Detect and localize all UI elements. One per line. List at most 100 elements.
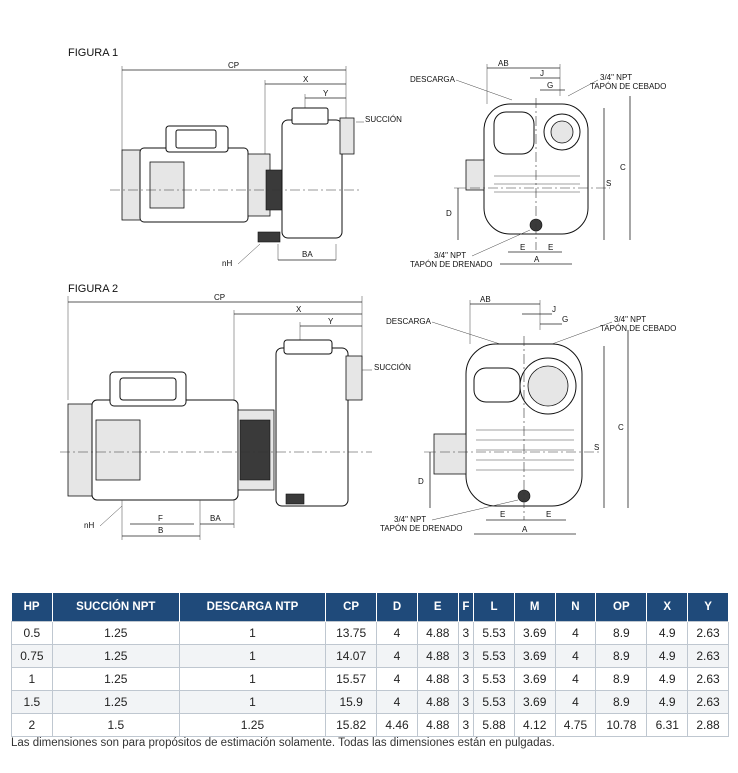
table-cell: 1.25 bbox=[51, 644, 180, 668]
table-cell: 5.53 bbox=[473, 621, 515, 645]
table-cell: 4 bbox=[376, 621, 418, 645]
table-cell: 2.88 bbox=[687, 713, 729, 737]
column-header: OP bbox=[595, 593, 648, 622]
table-cell: 3 bbox=[457, 713, 475, 737]
label-cebado-2: TAPÓN DE CEBADO bbox=[600, 324, 676, 333]
label-a-1: A bbox=[534, 255, 540, 264]
table-cell: 3.69 bbox=[513, 667, 556, 691]
label-ab-1: AB bbox=[498, 59, 509, 68]
column-header: E bbox=[417, 593, 459, 622]
label-npt-drenado-1: 3/4" NPT bbox=[434, 251, 466, 260]
table-cell: 13.75 bbox=[325, 621, 378, 645]
table-cell: 14.07 bbox=[325, 644, 378, 668]
label-ba-1: BA bbox=[302, 250, 313, 259]
label-f-2: F bbox=[158, 514, 163, 523]
table-cell: 15.57 bbox=[325, 667, 378, 691]
table-cell: 1.25 bbox=[178, 713, 327, 737]
column-header: DESCARGA NTP bbox=[179, 593, 327, 622]
label-npt-cebado-2: 3/4" NPT bbox=[614, 315, 646, 324]
label-cp-1: CP bbox=[228, 61, 239, 70]
label-cp-2: CP bbox=[214, 293, 225, 302]
table-cell: 4.88 bbox=[416, 644, 459, 668]
table-cell: 4.12 bbox=[513, 713, 556, 737]
table-cell: 3.69 bbox=[513, 690, 556, 714]
label-e-2b: E bbox=[546, 510, 551, 519]
technical-drawing: FIGURA 1 CP X Y SUCCIÓN nH BA AB J G DES… bbox=[60, 47, 676, 540]
table-cell: 2.63 bbox=[687, 667, 729, 691]
label-cebado-1: TAPÓN DE CEBADO bbox=[590, 82, 666, 91]
column-header: M bbox=[514, 593, 556, 622]
label-e-2a: E bbox=[500, 510, 505, 519]
label-nh-1: nH bbox=[222, 259, 232, 268]
table-cell: 4.88 bbox=[416, 713, 459, 737]
table-cell: 2.63 bbox=[687, 621, 729, 645]
table-cell: 4.9 bbox=[646, 667, 689, 691]
table-cell: 4.9 bbox=[646, 621, 689, 645]
table-cell: 1.25 bbox=[51, 667, 180, 691]
label-e-1a: E bbox=[520, 243, 525, 252]
table-cell: 4.46 bbox=[376, 713, 418, 737]
table-cell: 8.9 bbox=[595, 667, 648, 691]
label-a-2: A bbox=[522, 525, 528, 534]
table-cell: 4.9 bbox=[646, 690, 689, 714]
table-cell: 3 bbox=[457, 690, 475, 714]
column-header: Y bbox=[687, 593, 729, 622]
column-header: HP bbox=[11, 593, 53, 622]
label-drenado-2: TAPÓN DE DRENADO bbox=[380, 524, 463, 533]
table-cell: 2.63 bbox=[687, 690, 729, 714]
label-b-2: B bbox=[158, 526, 163, 535]
label-d-2: D bbox=[418, 477, 424, 486]
table-cell: 6.31 bbox=[646, 713, 689, 737]
table-cell: 4.88 bbox=[416, 667, 459, 691]
table-cell: 3.69 bbox=[513, 644, 556, 668]
table-cell: 0.5 bbox=[11, 621, 53, 645]
table-cell: 1 bbox=[178, 621, 327, 645]
label-y-1: Y bbox=[323, 89, 329, 98]
label-descarga-1: DESCARGA bbox=[410, 75, 456, 84]
label-g-2: G bbox=[562, 315, 568, 324]
table-cell: 5.53 bbox=[473, 667, 515, 691]
table-cell: 15.82 bbox=[325, 713, 378, 737]
fig2-title: FIGURA 2 bbox=[68, 283, 118, 295]
label-x-1: X bbox=[303, 75, 309, 84]
table-cell: 4 bbox=[376, 644, 418, 668]
table-cell: 1.5 bbox=[51, 713, 180, 737]
table-cell: 2.63 bbox=[687, 644, 729, 668]
label-y-2: Y bbox=[328, 317, 334, 326]
table-cell: 8.9 bbox=[595, 690, 648, 714]
label-j-1: J bbox=[540, 69, 544, 78]
label-e-1b: E bbox=[548, 243, 553, 252]
label-nh-2: nH bbox=[84, 521, 94, 530]
label-j-2: J bbox=[552, 305, 556, 314]
table-cell: 5.88 bbox=[473, 713, 515, 737]
label-npt-cebado-1: 3/4" NPT bbox=[600, 73, 632, 82]
table-cell: 4 bbox=[554, 644, 597, 668]
label-descarga-2: DESCARGA bbox=[386, 317, 432, 326]
label-c-1: C bbox=[620, 163, 626, 172]
label-succion-1: SUCCIÓN bbox=[365, 115, 402, 124]
label-s-2: S bbox=[594, 443, 599, 452]
table-cell: 4 bbox=[554, 667, 597, 691]
label-d-1: D bbox=[446, 209, 452, 218]
table-cell: 1 bbox=[178, 667, 327, 691]
footnote: Las dimensiones son para propósitos de e… bbox=[11, 737, 555, 749]
table-cell: 1 bbox=[178, 644, 327, 668]
table-cell: 1 bbox=[178, 690, 327, 714]
table-cell: 3 bbox=[457, 667, 475, 691]
table-cell: 1 bbox=[11, 667, 53, 691]
column-header: F bbox=[458, 593, 475, 622]
table-cell: 3 bbox=[457, 644, 475, 668]
column-header: L bbox=[473, 593, 515, 622]
column-header: N bbox=[555, 593, 597, 622]
table-cell: 5.53 bbox=[473, 690, 515, 714]
label-c-2: C bbox=[618, 423, 624, 432]
column-header: X bbox=[646, 593, 689, 622]
label-g-1: G bbox=[547, 81, 553, 90]
table-cell: 4.88 bbox=[416, 621, 459, 645]
